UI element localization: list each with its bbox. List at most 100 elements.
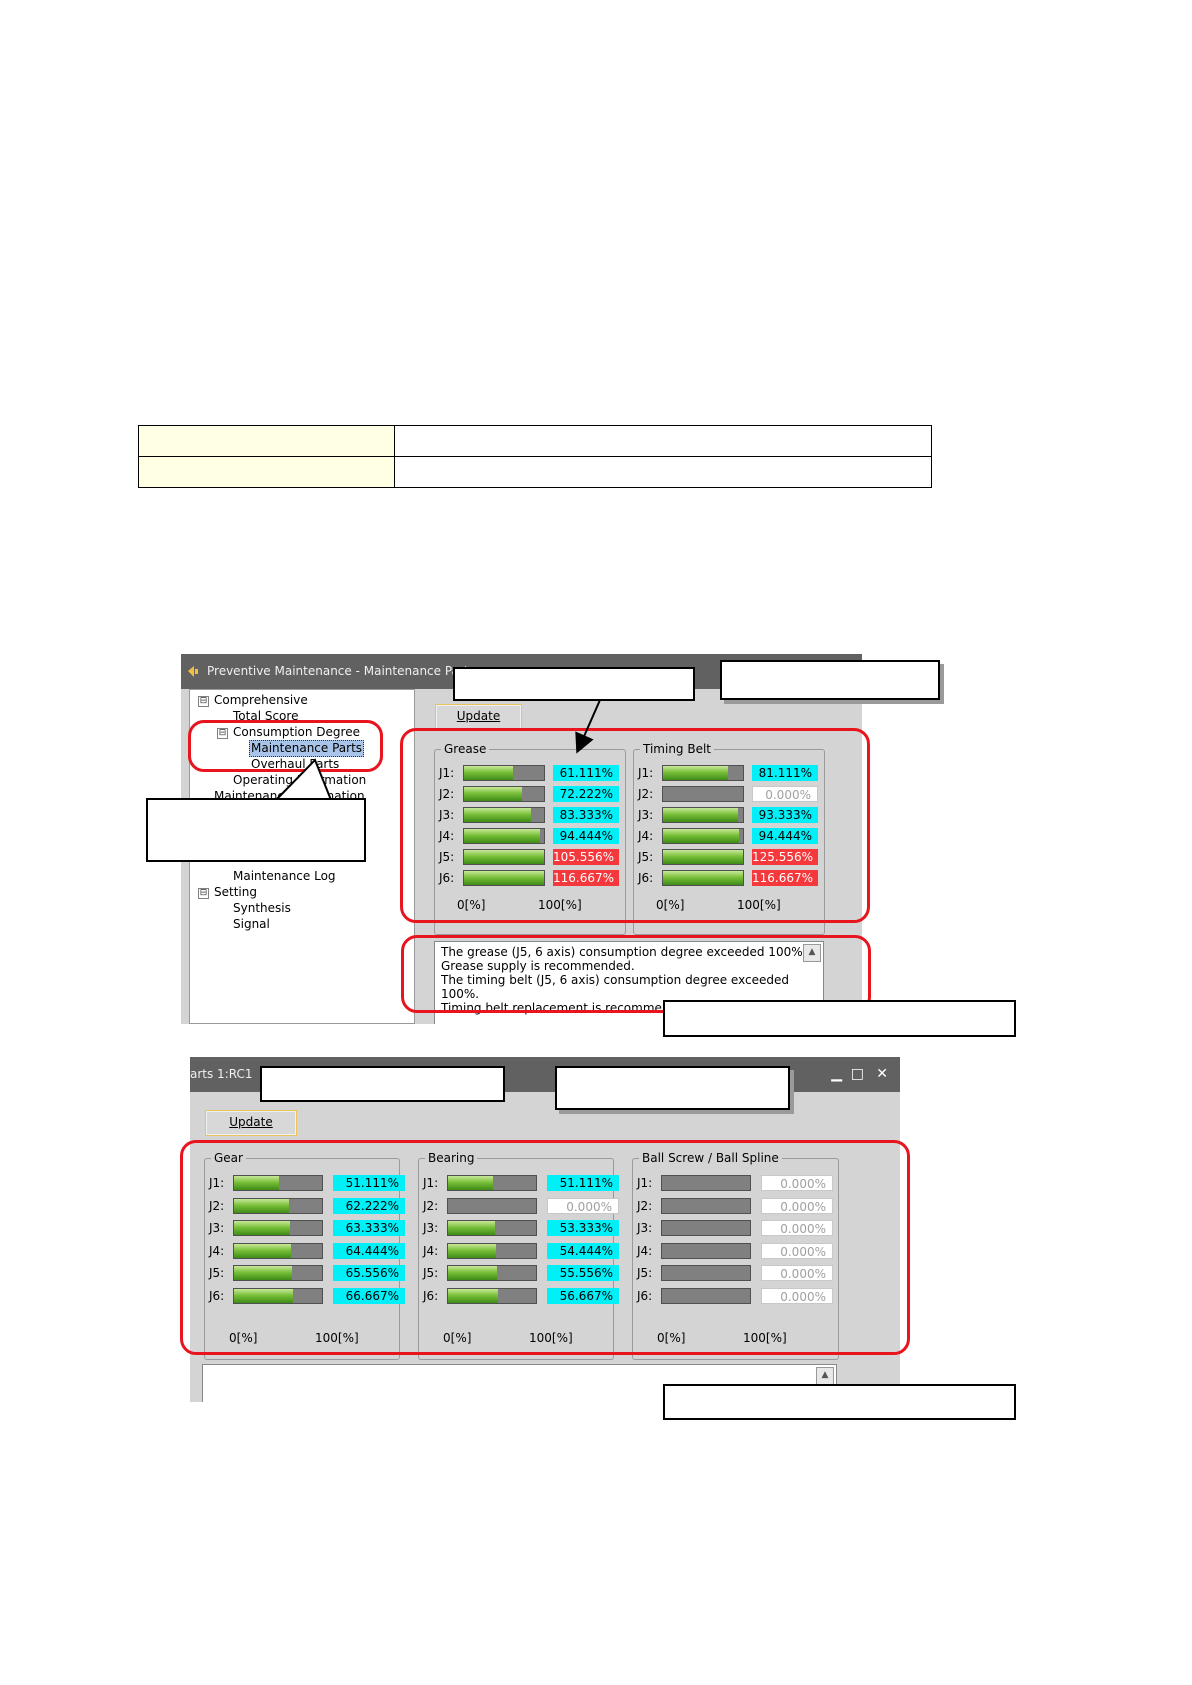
axis-label: J1: [209, 1176, 225, 1190]
message-line: The grease (J5, 6 axis) consumption degr… [441, 945, 807, 959]
consumption-bar [463, 870, 545, 886]
consumption-bar-fill [464, 787, 522, 801]
bars-highlight-box [400, 728, 870, 923]
gauge-row: J6: 66.667% [205, 1286, 405, 1306]
close-icon[interactable]: ✕ [876, 1066, 888, 1082]
axis-min-label: 0[%] [656, 898, 685, 912]
consumption-bar [447, 1197, 537, 1214]
consumption-value: 64.444% [333, 1242, 405, 1259]
consumption-bar-fill [234, 1176, 279, 1190]
gauge-row: J4:54.444% [419, 1241, 619, 1261]
app-icon [188, 666, 198, 677]
consumption-bar-fill [448, 1266, 497, 1280]
consumption-bar [463, 807, 545, 823]
consumption-bar-fill [448, 1288, 498, 1303]
consumption-bar [233, 1242, 323, 1259]
axis-label: J5: [638, 850, 654, 864]
gauge-row: J6:56.667% [419, 1286, 619, 1306]
scroll-up-icon[interactable]: ▲ [803, 944, 821, 962]
consumption-bar-fill [464, 766, 513, 780]
consumption-value: 0.000% [761, 1265, 833, 1281]
consumption-value: 0.000% [761, 1220, 833, 1236]
consumption-bar [233, 1287, 323, 1304]
update-button[interactable]: Update [435, 704, 522, 730]
gauge-row: J3:83.333% [435, 805, 625, 825]
axis-label: J4: [637, 1243, 653, 1258]
consumption-bar [662, 849, 744, 865]
collapse-icon[interactable]: ⊟ [198, 696, 209, 707]
collapse-icon[interactable]: ⊟ [198, 888, 209, 899]
collapse-icon[interactable]: ⊟ [217, 728, 228, 739]
consumption-bar [463, 849, 545, 865]
consumption-bar-fill [663, 871, 743, 885]
consumption-value: 0.000% [752, 786, 818, 802]
arrow-to-grease [575, 699, 601, 754]
axis-label: J6: [637, 1288, 653, 1303]
consumption-value: 94.444% [752, 828, 818, 844]
consumption-bar [463, 786, 545, 802]
axis-label: J1: [638, 766, 654, 780]
axis-label: J3: [638, 808, 654, 822]
gauge-row: J5:0.000% [633, 1263, 838, 1283]
tree-item-maintenance-parts[interactable]: Maintenance Parts [249, 740, 365, 757]
axis-min-label: 0[%] [443, 1331, 472, 1345]
consumption-value: 51.111% [547, 1175, 619, 1191]
tree-item-synthesis[interactable]: Synthesis [233, 901, 291, 915]
spec-row [138, 456, 932, 488]
gauge-row: J5:65.556% [205, 1263, 405, 1283]
consumption-bar-fill [234, 1221, 290, 1235]
axis-label: J6: [209, 1288, 225, 1303]
scroll-up-icon[interactable]: ▲ [816, 1367, 834, 1385]
axis-max-label: 100[%] [538, 898, 582, 912]
axis-label: J1: [423, 1176, 439, 1190]
consumption-bar [661, 1220, 751, 1236]
consumption-bar-fill [234, 1266, 292, 1280]
consumption-bar [662, 807, 744, 823]
consumption-value: 0.000% [761, 1242, 833, 1259]
callout-box [260, 1066, 505, 1102]
callout-box [555, 1066, 790, 1110]
group-title: Ball Screw / Ball Spline [639, 1151, 782, 1165]
message-box[interactable]: ▲ [202, 1364, 837, 1402]
maximize-icon[interactable]: □ [850, 1066, 864, 1082]
message-line: Grease supply is recommended. [441, 959, 635, 973]
consumption-bar-fill [448, 1243, 496, 1258]
gauge-row: J4:64.444% [205, 1241, 405, 1261]
callout-box [146, 798, 366, 862]
consumption-value: 54.444% [547, 1242, 619, 1259]
axis-max-label: 100[%] [529, 1331, 573, 1345]
consumption-bar [661, 1242, 751, 1259]
consumption-bar-fill [234, 1198, 289, 1213]
update-button[interactable]: Update [205, 1110, 297, 1136]
tree-item-maintenance-log[interactable]: Maintenance Log [233, 869, 336, 883]
axis-label: J3: [637, 1221, 653, 1235]
update-button-label: Update [456, 709, 501, 723]
spec-key-cell [138, 425, 395, 457]
minimize-icon[interactable]: ▁ [831, 1066, 842, 1082]
consumption-bar [233, 1220, 323, 1236]
consumption-bar [661, 1175, 751, 1191]
tree-item-total-score[interactable]: Total Score [233, 709, 299, 723]
consumption-value: 81.111% [752, 765, 818, 781]
consumption-bar [447, 1175, 537, 1191]
tree-item-consumption-degree[interactable]: Consumption Degree [233, 725, 360, 739]
callout-box [663, 1384, 1016, 1420]
gauge-row: J1: 81.111% [634, 763, 824, 783]
consumption-bar [233, 1265, 323, 1281]
consumption-value: 0.000% [761, 1287, 833, 1304]
window-title: arts 1:RC1 [190, 1067, 253, 1081]
consumption-value: 66.667% [333, 1287, 405, 1304]
tree-item-comprehensive[interactable]: Comprehensive [214, 693, 308, 707]
consumption-bar-fill [663, 829, 739, 843]
tree-highlight-box [188, 720, 383, 772]
callout-box [453, 667, 695, 701]
update-button-label: Update [229, 1115, 273, 1129]
group-title: Bearing [425, 1151, 478, 1165]
tree-item-setting[interactable]: Setting [214, 885, 257, 899]
consumption-bar-fill [464, 808, 531, 822]
tree-item-signal[interactable]: Signal [233, 917, 270, 931]
gauge-row: J1: 51.111% [419, 1173, 619, 1193]
